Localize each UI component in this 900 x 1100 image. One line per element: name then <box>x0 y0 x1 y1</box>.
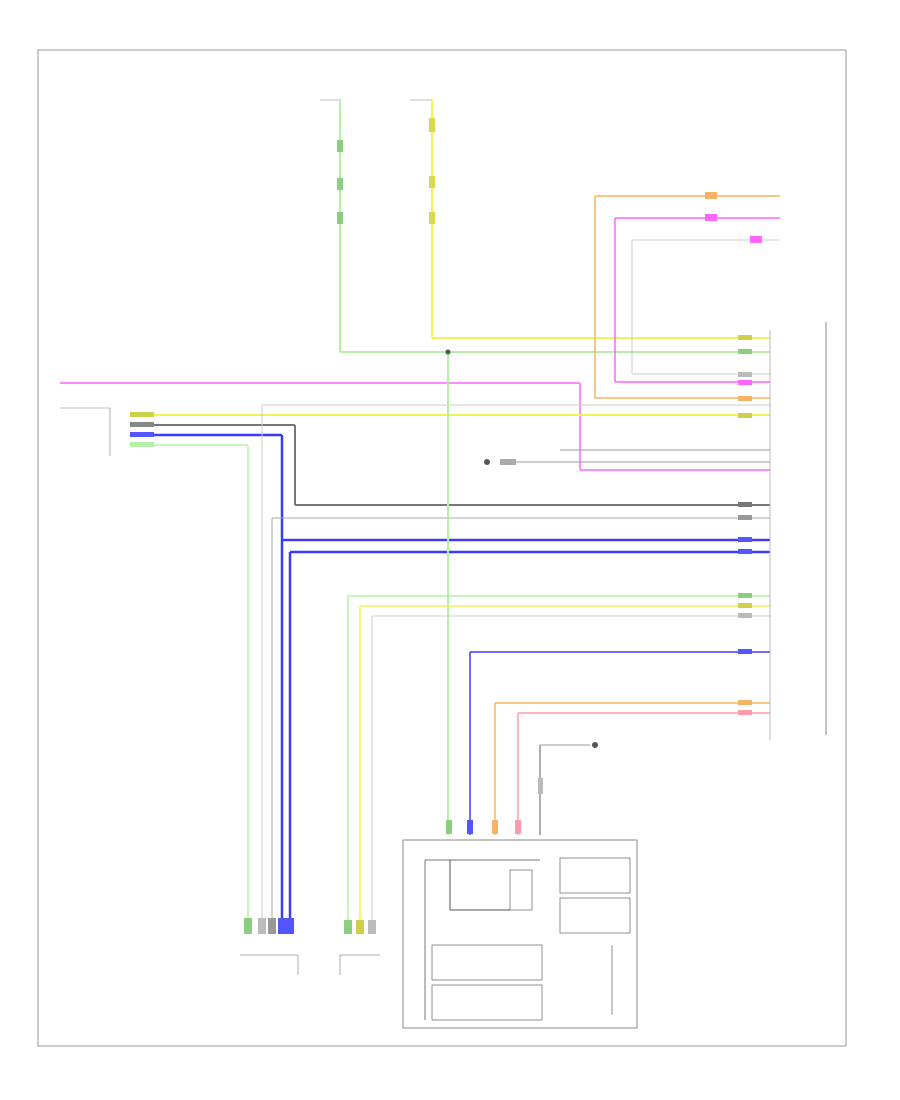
bottom-left-connector-a <box>240 918 299 975</box>
right-top-switch-wires <box>594 192 780 398</box>
right-wire-tags <box>738 335 752 715</box>
right-module-connector <box>769 322 827 740</box>
bottom-left-connector-b <box>339 920 380 975</box>
top-feed-mid <box>410 99 435 338</box>
diagram-frame <box>37 49 847 1047</box>
center-connector <box>484 449 770 465</box>
top-feed-left <box>320 99 343 352</box>
ground-connector <box>538 742 598 835</box>
bottom-center-module <box>402 820 638 1029</box>
left-switch-connector <box>60 407 154 456</box>
